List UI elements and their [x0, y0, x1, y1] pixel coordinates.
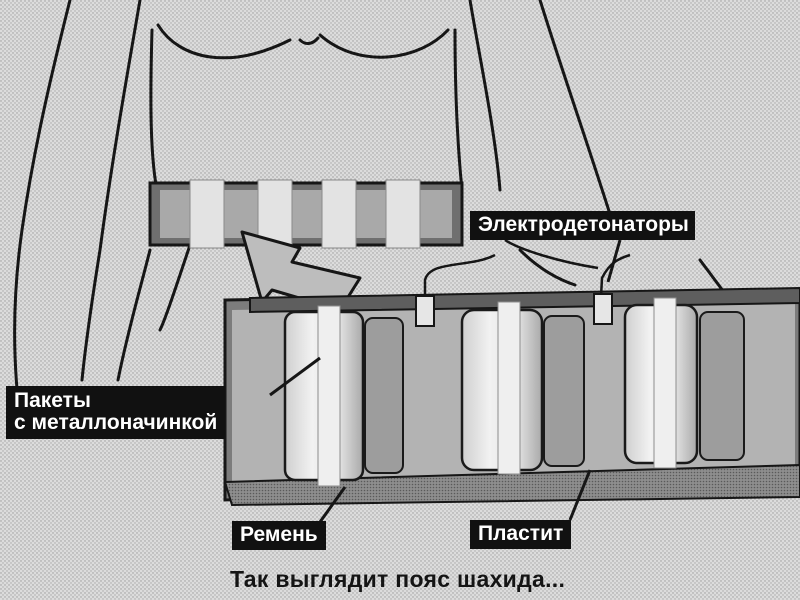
- label-detonators: Электродетонаторы: [470, 211, 695, 241]
- packet-left: [283, 305, 404, 487]
- label-packets-line2: с металлоначинкой: [14, 411, 218, 435]
- label-belt: Ремень: [232, 521, 326, 551]
- metal-packets: [283, 297, 745, 487]
- packet-middle: [460, 301, 585, 475]
- detonator-caps: [415, 293, 613, 327]
- pointer-lines: [269, 239, 622, 523]
- torso-outline: [13, 0, 792, 402]
- label-metal-packets: Пакеты с металлоначинкой: [6, 386, 226, 440]
- packet-right: [623, 297, 745, 469]
- caption: Так выглядит пояс шахида...: [230, 566, 566, 592]
- label-plastid: Пластит: [470, 520, 572, 550]
- upper-strap: [148, 179, 464, 249]
- label-packets-line1: Пакеты: [14, 389, 91, 412]
